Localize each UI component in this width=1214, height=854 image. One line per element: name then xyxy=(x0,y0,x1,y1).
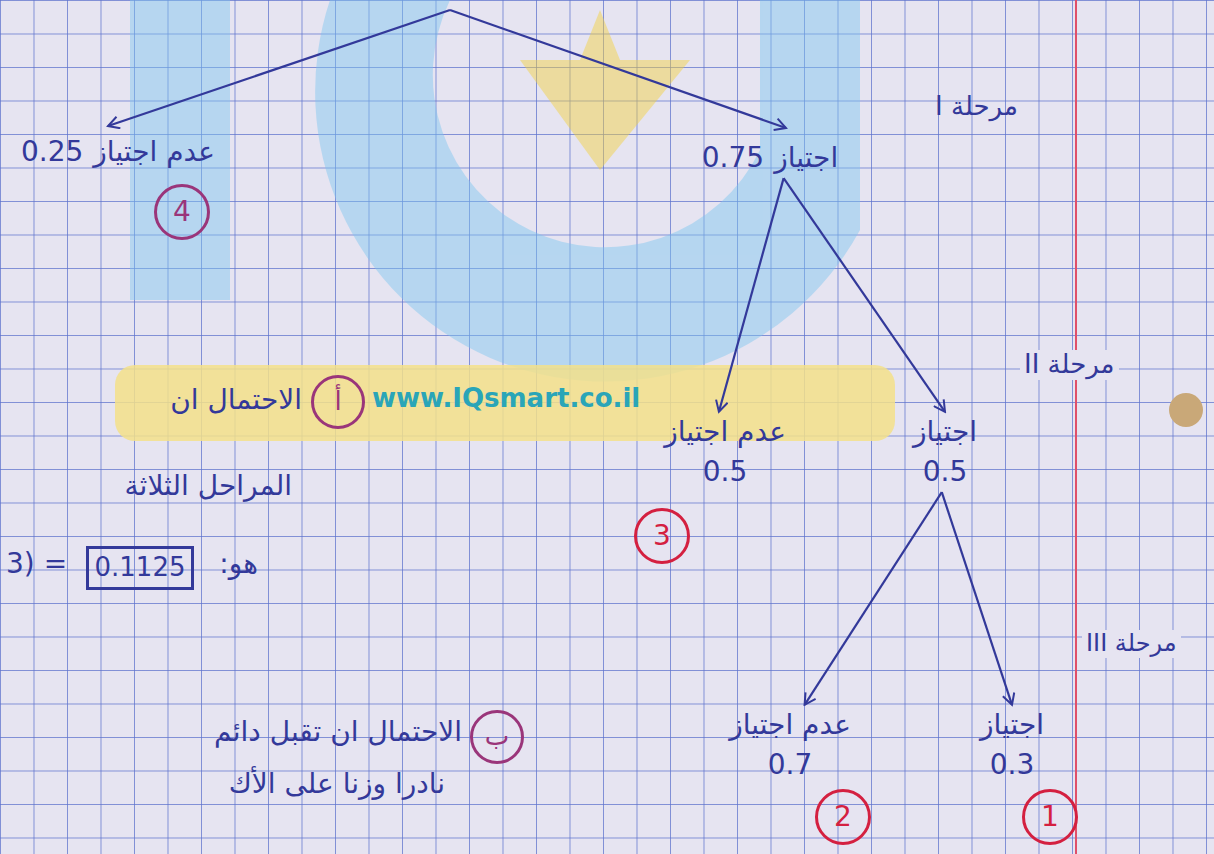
outcome-node: اجتياز 0.5 xyxy=(913,416,977,488)
note-text: المراحل الثلاثة xyxy=(125,470,292,502)
node-text: 0.75 xyxy=(702,142,764,174)
tree-branch xyxy=(450,10,786,128)
watermark-q xyxy=(315,0,860,382)
callout-number: 2 xyxy=(834,801,852,833)
callout-number: أ xyxy=(334,387,341,417)
node-text: اجتياز xyxy=(774,142,838,174)
node-text: اجتياز xyxy=(980,709,1044,741)
stage-label: مرحلة I xyxy=(935,92,1018,122)
note-text: الاحتمال ان xyxy=(170,384,302,416)
item-letter-circle: أ xyxy=(311,375,365,429)
tree-branch xyxy=(719,178,784,412)
node-text: 0.5 xyxy=(923,456,968,488)
note-text: نادرا وزنا على الأك xyxy=(229,768,445,800)
stage-label: مرحلة II xyxy=(1020,350,1119,380)
outcome-node: اجتياز 0.75 xyxy=(702,142,838,174)
callout-circle: 2 xyxy=(815,789,871,845)
callout-number: 3 xyxy=(653,520,671,552)
note-text: هو: xyxy=(219,548,258,580)
tree-branch xyxy=(942,492,1012,705)
tree-branch xyxy=(805,492,942,705)
node-text: عدم اجتياز xyxy=(664,416,786,448)
outcome-node: عدم اجتياز 0.25 xyxy=(21,136,215,168)
node-text: 0.5 xyxy=(703,456,748,488)
outcome-node: اجتياز 0.3 xyxy=(980,709,1044,781)
node-text: 0.7 xyxy=(768,749,813,781)
paper-hole xyxy=(1169,393,1203,427)
margin-line xyxy=(1075,0,1077,854)
note-text: الاحتمال ان تقبل دائم xyxy=(214,716,462,748)
stage-label: مرحلة III xyxy=(1082,630,1181,658)
tree-branch xyxy=(108,10,450,126)
tree-branch xyxy=(784,178,945,412)
callout-circle: 1 xyxy=(1022,789,1078,845)
node-text: عدم اجتياز xyxy=(729,709,851,741)
watermark-star xyxy=(520,60,690,170)
watermark-logo xyxy=(130,0,860,382)
node-text: 0.25 xyxy=(21,136,83,168)
item-letter-circle: ب xyxy=(470,710,524,764)
watermark: www.IQsmart.co.il xyxy=(372,384,640,414)
callout-circle: 3 xyxy=(634,508,690,564)
note-text: 3) = xyxy=(6,548,67,580)
callout-circle: 4 xyxy=(154,184,210,240)
outcome-node: عدم اجتياز 0.7 xyxy=(729,709,851,781)
outcome-node: عدم اجتياز 0.5 xyxy=(664,416,786,488)
callout-number: 1 xyxy=(1041,801,1059,833)
node-text: 0.1125 xyxy=(95,553,186,583)
callout-number: 4 xyxy=(173,196,191,228)
node-text: 0.3 xyxy=(990,749,1035,781)
callout-number: ب xyxy=(485,722,509,752)
node-text: عدم اجتياز xyxy=(93,136,215,168)
answer-box: 0.1125 xyxy=(86,546,195,590)
node-text: اجتياز xyxy=(913,416,977,448)
